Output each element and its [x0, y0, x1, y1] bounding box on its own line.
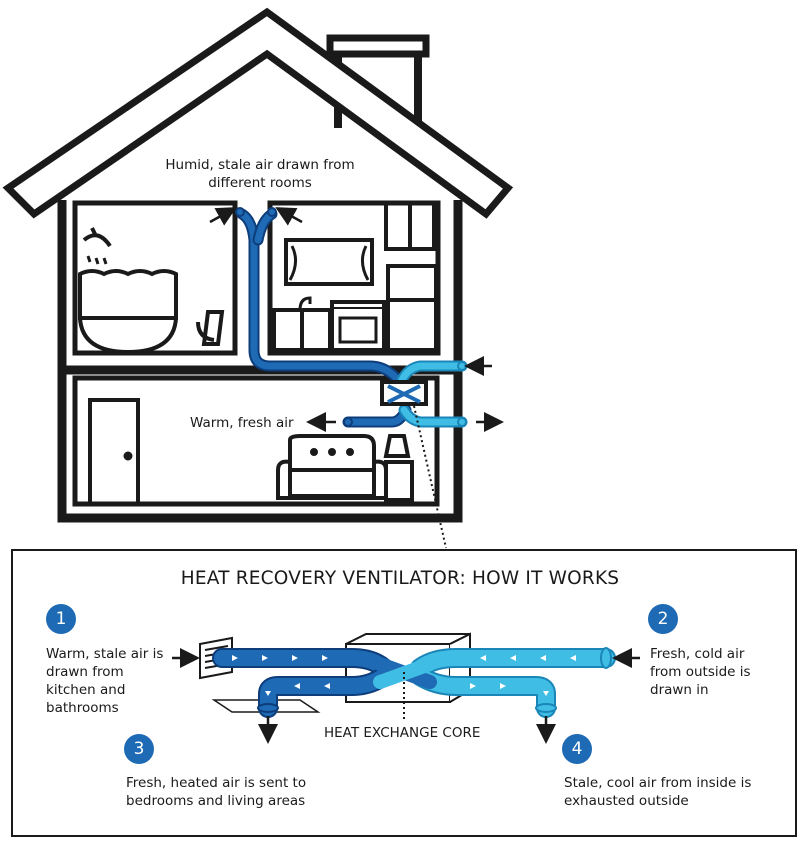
- step-1-text: Warm, stale air is drawn from kitchen an…: [46, 646, 164, 716]
- arrow-icon: [275, 207, 303, 226]
- panel-arrows: [172, 648, 640, 744]
- step-3-badge: 3: [124, 734, 154, 764]
- toilet-icon: [196, 310, 225, 346]
- leader-line: [413, 405, 447, 549]
- bathtub-icon: [78, 269, 178, 320]
- lamp-icon: [383, 434, 411, 458]
- chimney-cap: [326, 34, 430, 58]
- house-arrows: [209, 207, 504, 432]
- step-2-badge: 2: [648, 604, 678, 634]
- step-2-text: Fresh, cold air from outside is drawn in: [650, 646, 751, 698]
- warm-air-label: Warm, fresh air: [190, 415, 294, 431]
- house-ducts: [236, 208, 468, 428]
- house-walls: [57, 200, 463, 523]
- water-drops-icon: [86, 255, 108, 265]
- house-illustration: [2, 7, 514, 523]
- fridge-icon: [386, 264, 438, 352]
- panel-title: HEAT RECOVERY VENTILATOR: HOW IT WORKS: [180, 568, 620, 589]
- bathroom-room: [72, 200, 238, 356]
- faucet-icon: [298, 296, 312, 311]
- kitchen-room: [267, 200, 441, 356]
- shower-head-icon: [82, 227, 112, 248]
- roof: [2, 7, 514, 219]
- step-4-text: Stale, cool air from inside is exhausted…: [564, 775, 752, 809]
- stale-air-label: Humid, stale air drawn from different ro…: [165, 157, 355, 191]
- arrow-icon: [209, 207, 237, 226]
- living-room: [72, 375, 440, 507]
- door-icon: [88, 398, 140, 506]
- step-1-badge: 1: [46, 604, 76, 634]
- step-3-text: Fresh, heated air is sent to bedrooms an…: [126, 775, 307, 809]
- bathroom-fixtures: [78, 227, 225, 355]
- kitchen-fixtures: [272, 201, 438, 352]
- step-4-badge: 4: [562, 734, 592, 764]
- core-label: HEAT EXCHANGE CORE: [324, 725, 481, 741]
- living-room-fixtures: [88, 398, 414, 506]
- sofa-icon: [288, 434, 376, 472]
- window-icon: [284, 238, 374, 286]
- oven-icon: [330, 300, 386, 352]
